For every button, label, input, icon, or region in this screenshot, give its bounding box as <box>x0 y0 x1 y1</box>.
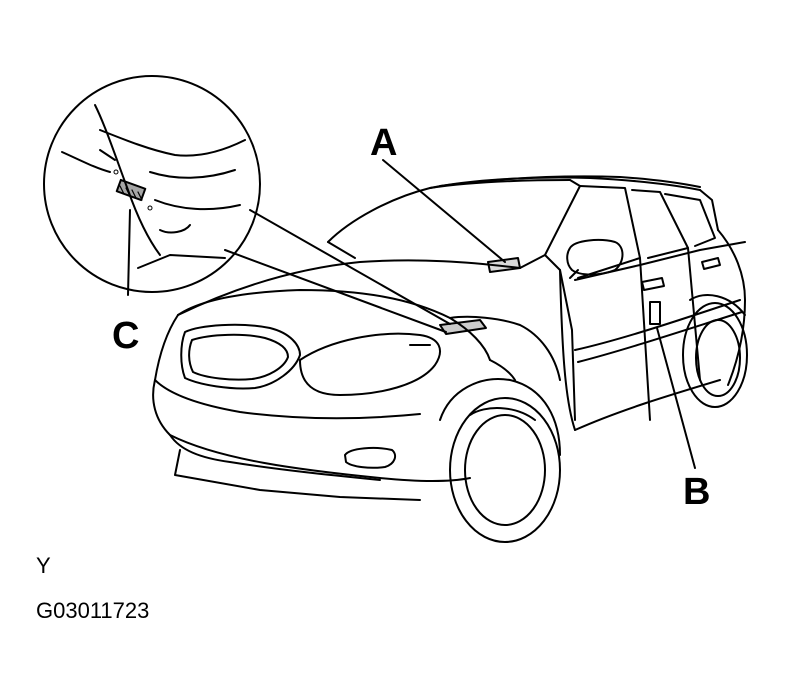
callout-label-c: C <box>112 315 140 357</box>
callout-label-b: B <box>683 471 711 513</box>
figure-id-label: G03011723 <box>36 598 150 623</box>
callout-label-a: A <box>370 122 398 164</box>
view-code-label: Y <box>36 553 51 578</box>
vehicle-body <box>152 175 748 543</box>
callout-leaders <box>127 159 696 469</box>
location-marks <box>439 257 661 335</box>
detail-inset <box>43 75 451 333</box>
